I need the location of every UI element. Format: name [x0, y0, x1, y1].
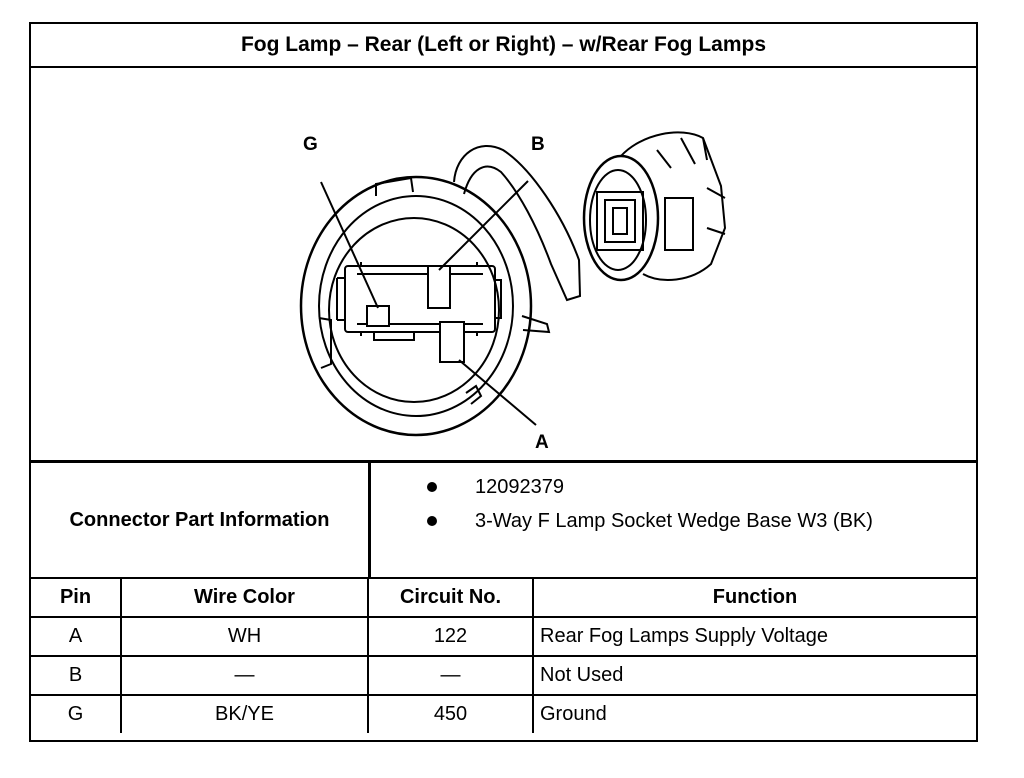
cell-circuit-no: — — [367, 655, 534, 696]
cell-wire-color: — — [120, 655, 369, 696]
bullet-icon — [427, 482, 437, 492]
cell-pin: B — [31, 655, 122, 696]
table-row: B — — Not Used — [31, 655, 976, 696]
callout-b: B — [531, 134, 545, 155]
pin-table: Pin Wire Color Circuit No. Function A WH… — [31, 579, 976, 733]
cell-pin: G — [31, 694, 122, 733]
sheet-title: Fog Lamp – Rear (Left or Right) – w/Rear… — [31, 24, 976, 68]
cell-circuit-no: 450 — [367, 694, 534, 733]
callout-a: A — [535, 432, 549, 453]
connector-diagram: G B A — [299, 131, 727, 453]
socket-side-drawing — [582, 131, 727, 282]
table-row: G BK/YE 450 Ground — [31, 694, 976, 733]
header-wire-color: Wire Color — [120, 579, 369, 618]
leader-lines — [320, 180, 537, 426]
cell-pin: A — [31, 616, 122, 657]
connector-info-item: 3-Way F Lamp Socket Wedge Base W3 (BK) — [371, 506, 873, 536]
table-row: A WH 122 Rear Fog Lamps Supply Voltage — [31, 616, 976, 657]
cell-function: Rear Fog Lamps Supply Voltage — [532, 616, 976, 657]
connector-figure: G B A — [31, 68, 976, 463]
header-circuit-no: Circuit No. — [367, 579, 534, 618]
bullet-icon — [427, 516, 437, 526]
cell-wire-color: BK/YE — [120, 694, 369, 733]
header-pin: Pin — [31, 579, 122, 618]
connector-info-list: 12092379 3-Way F Lamp Socket Wedge Base … — [371, 463, 976, 577]
cell-wire-color: WH — [120, 616, 369, 657]
connector-sheet: Fog Lamp – Rear (Left or Right) – w/Rear… — [29, 22, 978, 742]
cell-function: Ground — [532, 694, 976, 733]
connector-info-label: Connector Part Information — [31, 463, 371, 577]
connector-part-information: Connector Part Information 12092379 3-Wa… — [31, 463, 976, 579]
connector-description: 3-Way F Lamp Socket Wedge Base W3 (BK) — [475, 509, 873, 532]
connector-info-item: 12092379 — [371, 472, 564, 502]
part-number: 12092379 — [475, 475, 564, 498]
pin-table-header: Pin Wire Color Circuit No. Function — [31, 579, 976, 618]
socket-face-drawing — [299, 145, 582, 437]
cell-function: Not Used — [532, 655, 976, 696]
header-function: Function — [532, 579, 976, 618]
callout-g: G — [303, 134, 318, 155]
cell-circuit-no: 122 — [367, 616, 534, 657]
